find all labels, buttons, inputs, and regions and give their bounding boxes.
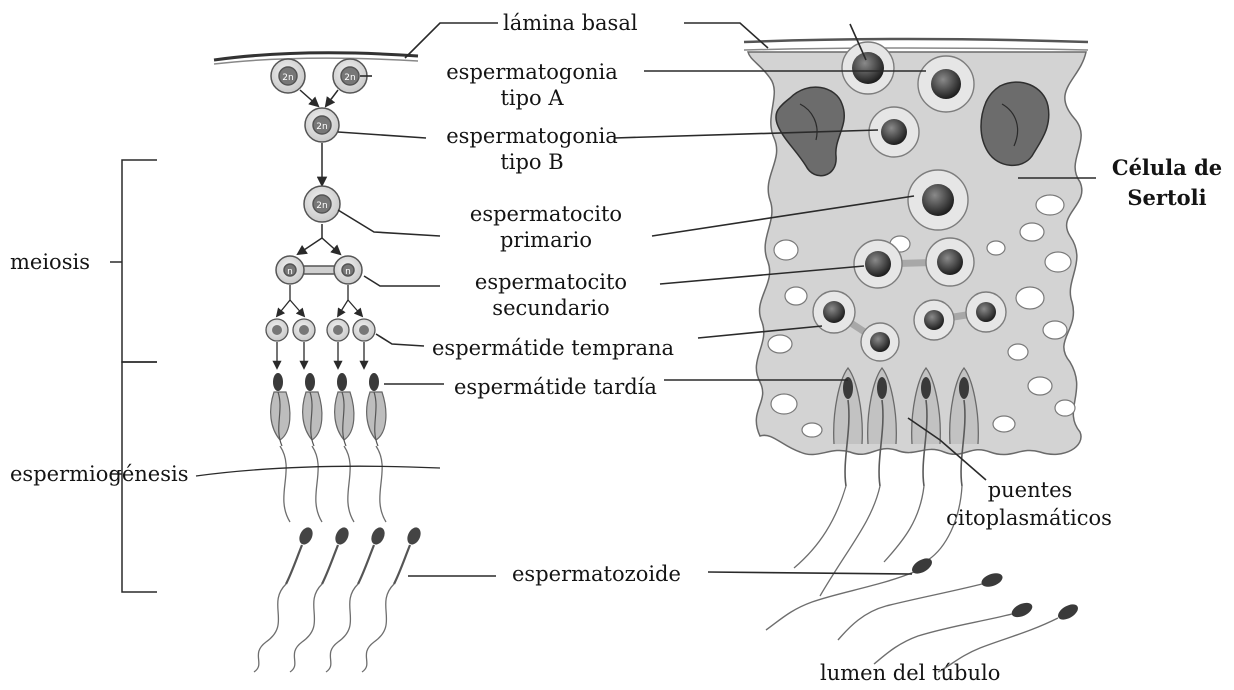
label-espermatogonia-a-line1: espermatogonia (426, 60, 638, 84)
label-puentes-line2: citoplasmáticos (944, 506, 1114, 530)
label-espermatide-tardia: espermátide tardía (454, 375, 657, 399)
left-spermatozoa (254, 525, 423, 672)
late-spermatid (303, 373, 322, 522)
label-espermatozoide: espermatozoide (512, 562, 681, 586)
left-arrows-a (300, 90, 338, 106)
left-early-spermatids (266, 319, 375, 368)
spermatid-tail (884, 486, 924, 562)
late-spermatid (271, 373, 290, 522)
label-lamina-basal: lámina basal (503, 11, 638, 35)
ploidy-marker: 2n (316, 122, 327, 132)
left-basal-lamina (214, 53, 418, 64)
label-celula-sertoli-line2: Sertoli (1106, 186, 1228, 210)
lumen-spermatozoon (766, 555, 935, 630)
late-spermatid (335, 373, 354, 522)
germ-cell (908, 170, 968, 230)
germ-cell (914, 300, 954, 340)
lumen-spermatozoon (838, 571, 1004, 640)
label-celula-sertoli-line1: Célula de (1106, 156, 1228, 180)
label-espermatocito-primario-line2: primario (446, 228, 646, 252)
right-basal-lamina (744, 39, 1088, 50)
lumen-spermatozoon (874, 600, 1035, 664)
label-espermatocito-secundario-line1: espermatocito (446, 270, 656, 294)
germ-cell (918, 56, 974, 112)
label-lumen: lumen del túbulo (820, 661, 1000, 685)
early-spermatid (266, 319, 288, 368)
ploidy-marker: n (345, 267, 351, 277)
left-late-spermatids (271, 373, 386, 522)
meiosis-bracket (110, 160, 157, 362)
left-spermatozoon (326, 525, 387, 672)
label-espermatocito-primario-line1: espermatocito (446, 202, 646, 226)
ploidy-markers: 2n 2n 2n 2n n n (282, 73, 355, 277)
label-espermatide-temprana: espermátide temprana (432, 336, 674, 360)
germ-cell (854, 240, 902, 288)
germ-cell (861, 323, 899, 361)
early-spermatid (293, 319, 315, 368)
left-spermatozoon (290, 525, 351, 672)
germ-cell (842, 42, 894, 94)
left-arrows-secondary (277, 285, 362, 316)
left-arrows-primary (298, 224, 340, 254)
spermatid-tail (820, 486, 880, 596)
label-meiosis: meiosis (10, 250, 90, 274)
ploidy-marker: 2n (282, 73, 293, 83)
early-spermatid (327, 319, 349, 368)
spermatid-tail (794, 486, 846, 568)
late-spermatid (367, 373, 386, 522)
label-espermatogonia-b-line1: espermatogonia (426, 124, 638, 148)
germ-cell (869, 107, 919, 157)
ploidy-marker: 2n (344, 73, 355, 83)
label-espermatocito-secundario-line2: secundario (446, 296, 656, 320)
label-puentes-line1: puentes (960, 478, 1100, 502)
ploidy-marker: 2n (316, 201, 327, 211)
germ-cell (966, 292, 1006, 332)
left-spermatozoon (362, 525, 423, 672)
ploidy-marker: n (287, 267, 293, 277)
label-espermatogonia-a-line2: tipo A (426, 86, 638, 110)
label-espermatogonia-b-line2: tipo B (426, 150, 638, 174)
label-espermiogenesis: espermiogénesis (10, 462, 188, 486)
early-spermatid (353, 319, 375, 368)
left-spermatozoon (254, 525, 315, 672)
germ-cell (926, 238, 974, 286)
